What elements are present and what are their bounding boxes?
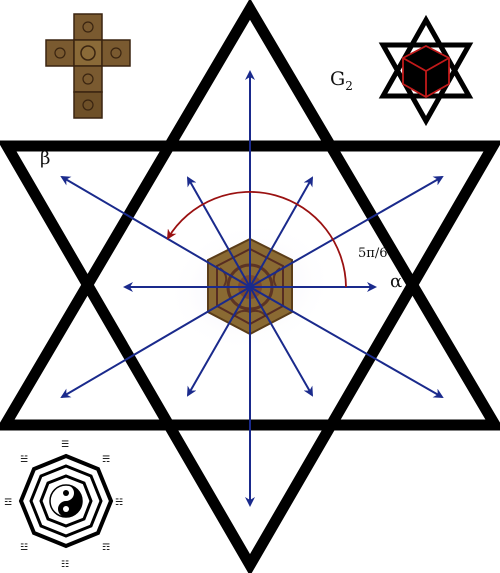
cube-net-icon: [45, 13, 131, 119]
root-vector-upper-left-short: [187, 176, 251, 288]
root-vector-upper-right-long: [249, 176, 444, 288]
svg-text:☳: ☳: [20, 543, 28, 553]
svg-text:☴: ☴: [102, 455, 110, 465]
svg-text:☵: ☵: [115, 498, 123, 508]
svg-text:☶: ☶: [102, 543, 110, 553]
root-vector-lower-right-short: [249, 286, 313, 397]
root-vector-lower-right-long: [249, 286, 444, 398]
svg-text:☷: ☷: [61, 560, 69, 570]
root-vector-lower-left-short: [187, 286, 251, 397]
root-vector-lower-left-long: [60, 286, 251, 399]
angle-label: 5π/6: [358, 246, 388, 261]
g2-label-subscript: 2: [345, 78, 353, 93]
g2-star-of-david-icon: [378, 14, 474, 127]
root-vector-beta: [60, 175, 251, 288]
angle-arc: [166, 191, 347, 288]
g2-label-main: G: [330, 68, 346, 90]
svg-text:☲: ☲: [4, 498, 12, 508]
g2-label: G2: [330, 68, 353, 93]
root-vector-upper-right-short: [249, 176, 313, 288]
svg-text:☰: ☰: [61, 440, 69, 450]
bagua-yin-yang-icon: ☰ ☷ ☲ ☵ ☱ ☴ ☳ ☶: [4, 440, 123, 570]
alpha-label: α: [390, 271, 403, 292]
beta-label: β: [40, 148, 51, 169]
root-vectors: [60, 70, 444, 507]
svg-text:☱: ☱: [20, 455, 28, 465]
